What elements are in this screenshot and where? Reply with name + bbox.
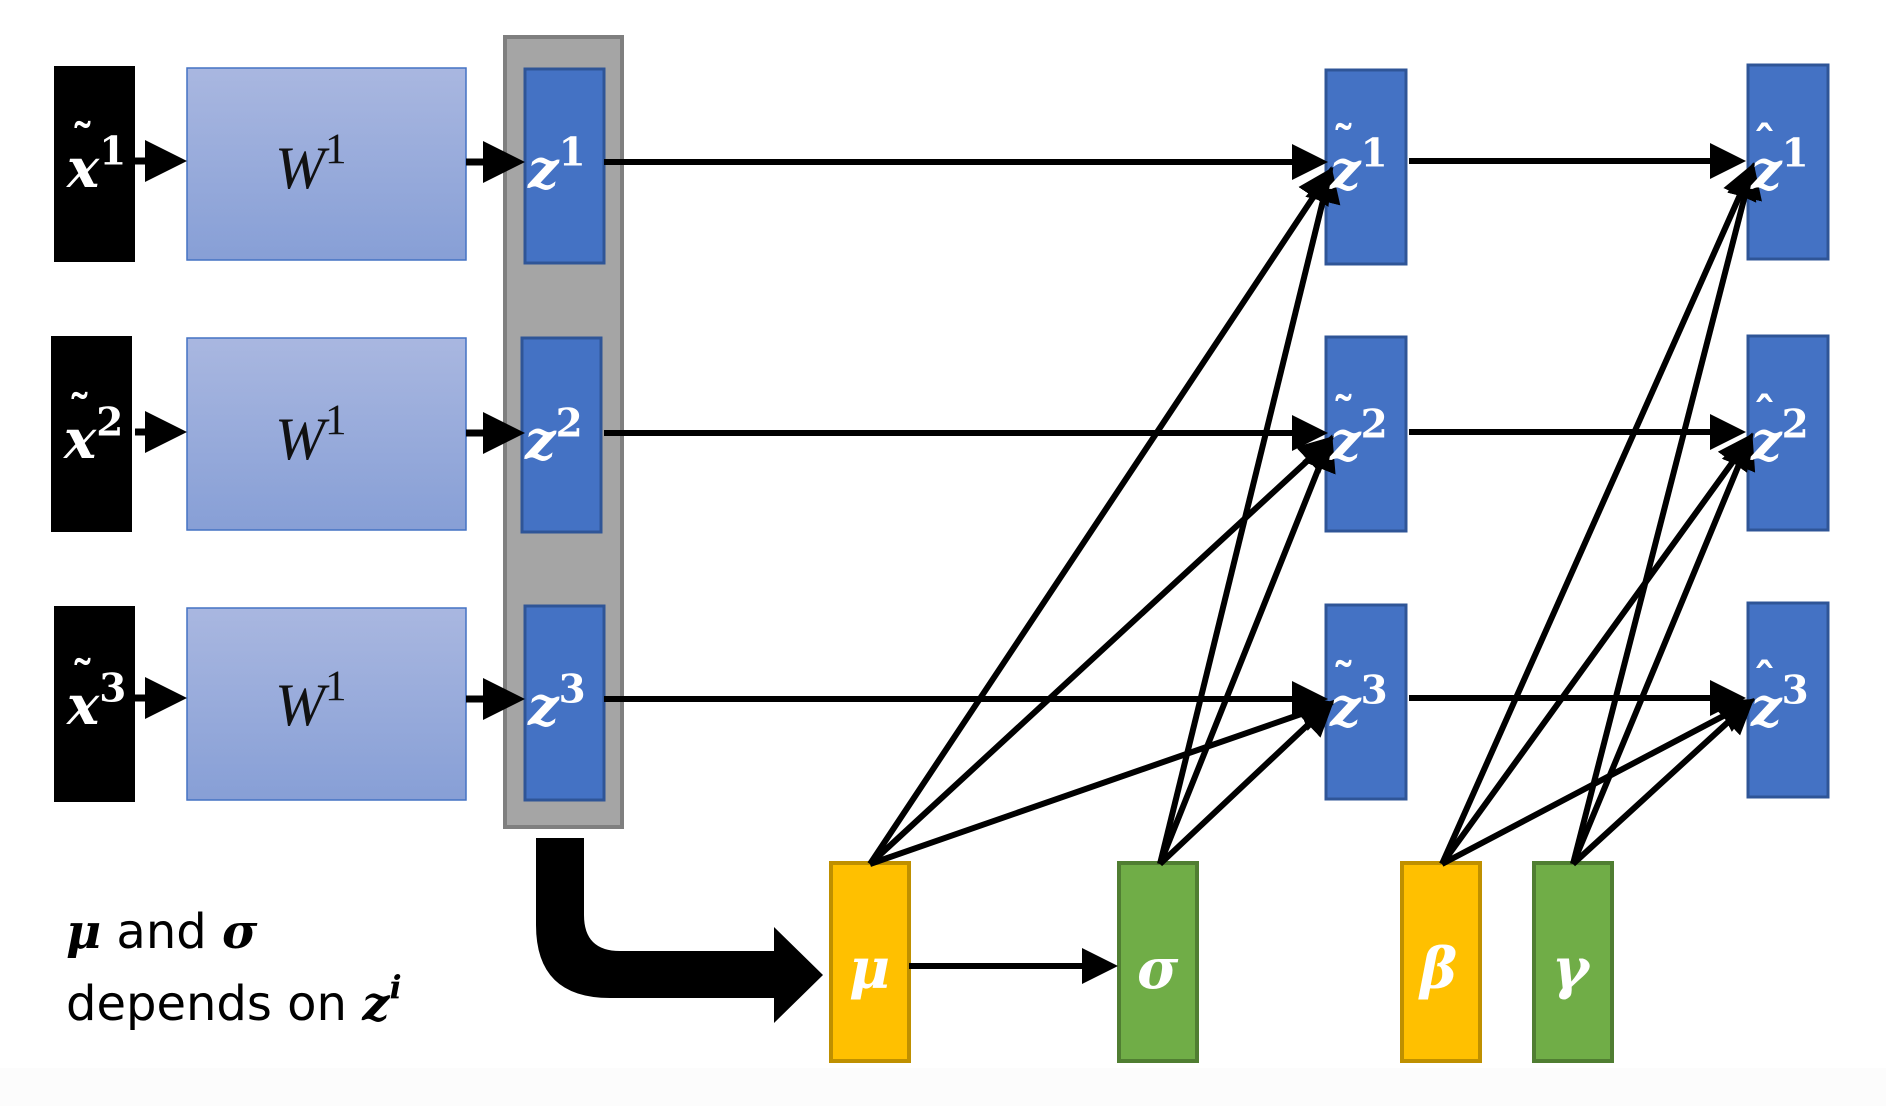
arrow-gamma-to-zhat-2 [1570, 432, 1756, 866]
input-label-2-accent: ˜ [68, 385, 91, 439]
z-label-1: z1 [527, 129, 586, 201]
arrow-gamma-to-zhat-1 [1570, 162, 1762, 865]
weight-label-1: W1 [275, 126, 347, 201]
z-hat-label-2: z2 [1750, 401, 1809, 473]
weight-label-2: W1 [275, 397, 347, 472]
z-hat-label-2-accent: ˆ [1753, 387, 1776, 441]
bottom-shadow-band [0, 1068, 1886, 1106]
input-label-2: x2 [63, 399, 123, 471]
z-hat-box-3 [1746, 601, 1830, 799]
caption-line-2: depends on zi [66, 968, 402, 1040]
arrow-beta-to-zhat-1 [1439, 162, 1757, 866]
caption-and: and [101, 904, 222, 960]
gamma-label: γ [1552, 936, 1592, 1002]
z-tilde-box-3 [1324, 603, 1408, 801]
arrow-mean-to-ztilde-3 [869, 696, 1336, 867]
caption-depends-on: depends on [66, 976, 363, 1032]
z-tilde-box-2 [1324, 335, 1408, 533]
beta-box [1400, 861, 1482, 1063]
z-box-1 [523, 67, 606, 265]
caption-line-1: μ and σ [66, 896, 402, 968]
z-hat-label-1: z1 [1750, 130, 1809, 202]
input-label-1: x1 [66, 128, 126, 200]
caption: μ and σ depends on zi [66, 896, 402, 1040]
input-label-3: x3 [66, 665, 126, 737]
z-hat-label-1-accent: ˆ [1753, 116, 1776, 170]
z-box-2 [520, 336, 603, 534]
caption-z: z [362, 976, 390, 1032]
curved-arrow-to-mean [536, 838, 823, 1023]
arrow-beta-to-zhat-3 [1440, 699, 1756, 867]
caption-z-superscript: i [389, 968, 402, 1006]
beta-label: β [1418, 936, 1457, 1002]
z-label-3: z3 [527, 666, 586, 738]
z-label-2: z2 [524, 400, 583, 472]
z-hat-label-3: z3 [1750, 667, 1809, 739]
weight-label-3: W1 [275, 663, 347, 738]
caption-sigma: σ [221, 904, 258, 960]
z-tilde-label-3: z3 [1329, 667, 1388, 739]
z-tilde-label-2-accent: ˜ [1332, 387, 1355, 441]
z-tilde-label-3-accent: ˜ [1332, 653, 1355, 707]
std-box [1117, 861, 1199, 1063]
mean-box [829, 861, 911, 1063]
arrow-gamma-to-zhat-3 [1570, 697, 1755, 867]
weight-box-3 [186, 607, 467, 801]
weight-box-2 [186, 337, 467, 531]
z-tilde-label-1: z1 [1329, 130, 1388, 202]
z-tilde-label-2: z2 [1329, 401, 1388, 473]
input-label-1-accent: ˜ [71, 114, 94, 168]
caption-mu: μ [66, 904, 102, 960]
arrow-std-to-ztilde-3 [1157, 699, 1335, 867]
input-box-3 [54, 606, 135, 802]
mean-label: μ [849, 936, 890, 1002]
z-hat-box-1 [1746, 63, 1830, 261]
arrow-beta-to-zhat-2 [1439, 433, 1754, 866]
z-box-3 [523, 604, 606, 802]
z-hat-label-3-accent: ˆ [1753, 653, 1776, 707]
arrow-mean-to-ztilde-2 [867, 435, 1335, 867]
input-label-3-accent: ˜ [71, 651, 94, 705]
input-box-2 [51, 336, 132, 532]
input-box-1 [54, 66, 135, 262]
z-tilde-label-1-accent: ˜ [1332, 116, 1355, 170]
gamma-box [1532, 861, 1614, 1063]
arrow-std-to-ztilde-2 [1157, 434, 1336, 866]
std-label: σ [1137, 936, 1179, 1002]
arrow-mean-to-ztilde-1 [867, 167, 1334, 866]
